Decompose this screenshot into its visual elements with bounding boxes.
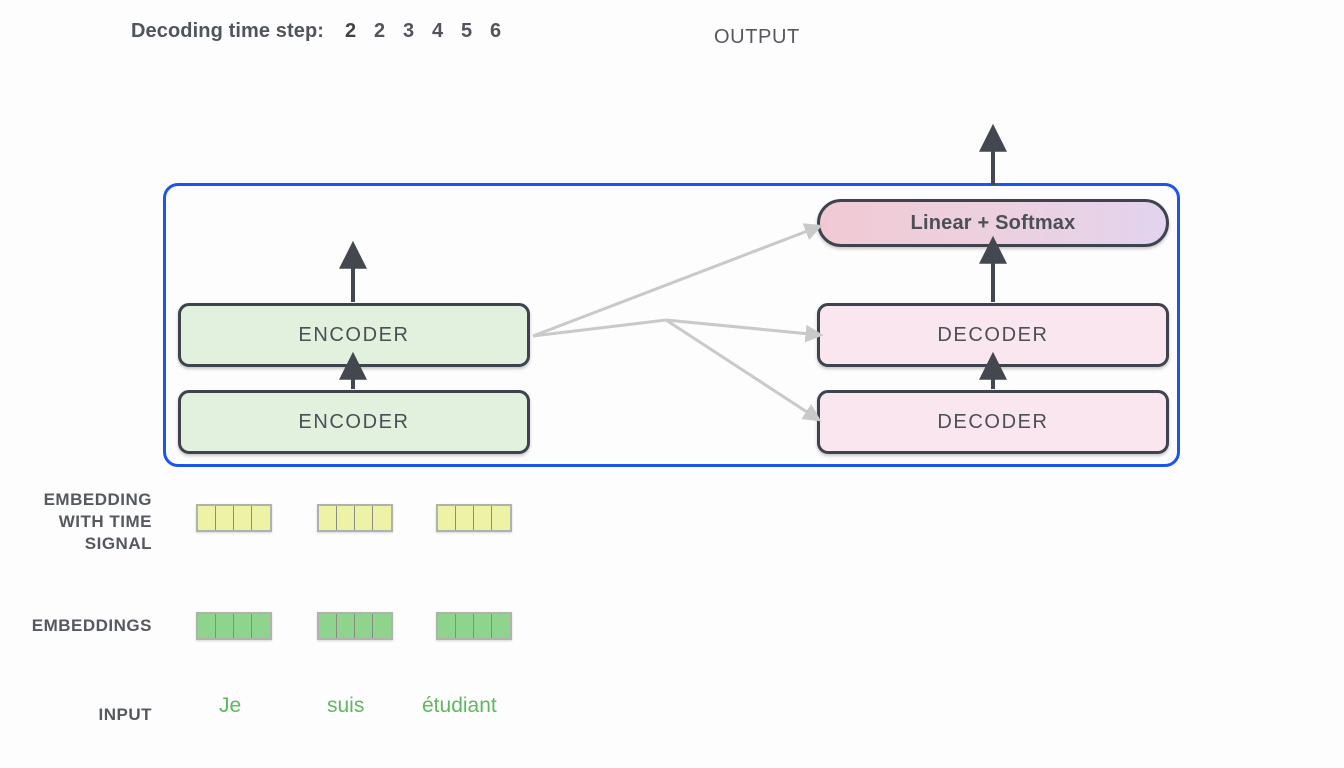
vector-cell: [355, 506, 373, 530]
vector-cell: [216, 506, 234, 530]
vector-cell: [234, 614, 252, 638]
vector-cell: [474, 506, 492, 530]
decoding-timestep-row: Decoding time step: 2 2 3 4 5 6: [131, 20, 510, 43]
vector-cell: [216, 614, 234, 638]
decoder-top-label: DECODER: [937, 323, 1049, 346]
vector-cell: [438, 506, 456, 530]
input-word-je: Je: [219, 694, 242, 717]
vector-cell: [492, 506, 510, 530]
decoder-box-top[interactable]: DECODER: [817, 303, 1169, 367]
vector-cell: [198, 506, 216, 530]
vector-cell: [456, 506, 474, 530]
decoding-timestep-label: Decoding time step:: [131, 20, 325, 42]
embedding-time-line-1: WITH TIME: [58, 512, 152, 531]
linear-softmax-label: Linear + Softmax: [910, 211, 1076, 234]
vector-cell: [234, 506, 252, 530]
timestep-value-3: 4: [431, 20, 444, 42]
embedding-with-time-signal-label: EMBEDDING WITH TIME SIGNAL: [0, 489, 152, 555]
timestep-value-2: 3: [402, 20, 415, 42]
vector-cell: [337, 614, 355, 638]
encoder-bottom-label: ENCODER: [298, 410, 410, 433]
encoder-box-bottom[interactable]: ENCODER: [178, 390, 530, 454]
vector-cell: [252, 614, 270, 638]
embeddings-label: EMBEDDINGS: [31, 616, 152, 635]
time-signal-vector-suis: [317, 504, 393, 532]
vector-cell: [337, 506, 355, 530]
timestep-value-0: 2: [344, 20, 357, 42]
embedding-vector-je: [196, 612, 272, 640]
vector-cell: [438, 614, 456, 638]
timestep-value-5: 6: [489, 20, 502, 42]
decoder-bottom-label: DECODER: [937, 410, 1049, 433]
decoder-box-bottom[interactable]: DECODER: [817, 390, 1169, 454]
input-label: INPUT: [98, 705, 152, 724]
vector-cell: [456, 614, 474, 638]
encoder-box-top[interactable]: ENCODER: [178, 303, 530, 367]
embedding-vector-suis: [317, 612, 393, 640]
vector-cell: [373, 506, 391, 530]
transformer-model-container: [163, 183, 1180, 467]
vector-cell: [319, 506, 337, 530]
vector-cell: [355, 614, 373, 638]
vector-cell: [319, 614, 337, 638]
embedding-time-line-2: SIGNAL: [84, 534, 152, 553]
timestep-value-1: 2: [373, 20, 386, 42]
vector-cell: [198, 614, 216, 638]
vector-cell: [252, 506, 270, 530]
time-signal-vector-je: [196, 504, 272, 532]
timestep-value-4: 5: [460, 20, 473, 42]
linear-softmax-box[interactable]: Linear + Softmax: [817, 199, 1169, 247]
vector-cell: [474, 614, 492, 638]
embedding-vector-etudiant: [436, 612, 512, 640]
vector-cell: [373, 614, 391, 638]
output-label: OUTPUT: [714, 26, 800, 48]
encoder-top-label: ENCODER: [298, 323, 410, 346]
input-word-etudiant: étudiant: [422, 694, 497, 717]
embedding-time-line-0: EMBEDDING: [43, 490, 152, 509]
decoding-timestep-values: 2 2 3 4 5 6: [336, 20, 510, 43]
vector-cell: [492, 614, 510, 638]
time-signal-vector-etudiant: [436, 504, 512, 532]
input-word-suis: suis: [327, 694, 365, 717]
